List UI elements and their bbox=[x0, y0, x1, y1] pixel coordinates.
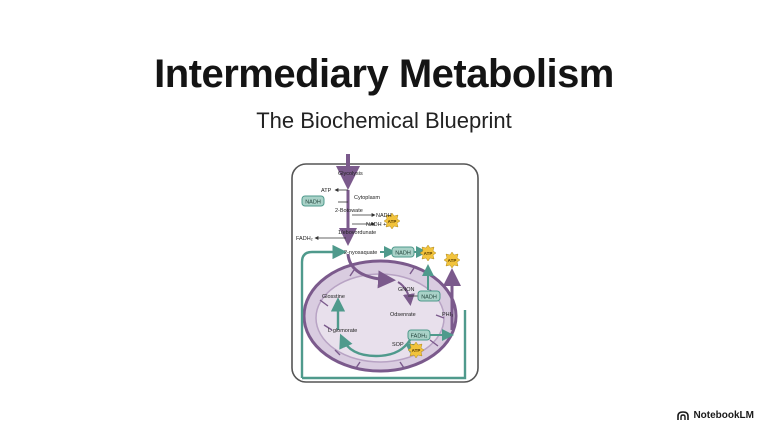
label-atp-left: ATP bbox=[321, 188, 332, 194]
label-nadh-plus: NADH + bbox=[366, 222, 386, 228]
nadh-box-2-label: NADH bbox=[395, 251, 411, 257]
atp-badge-4-label: ATP bbox=[412, 348, 421, 353]
teal-outer-loop bbox=[300, 244, 347, 378]
atp-badge-2-label: ATP bbox=[424, 251, 433, 256]
atp-badge-3-label: ATP bbox=[448, 258, 457, 263]
metabolism-diagram: NADH NADH NADH FADH₂ ATP ATP ATP ATP Gly… bbox=[280, 150, 490, 390]
label-glycolysis: Glycolysis bbox=[338, 171, 363, 177]
label-fadh-left: FADH₂ bbox=[296, 236, 313, 242]
label-odsenrate: Odsenrate bbox=[390, 312, 416, 318]
label-gnon: GNON bbox=[398, 287, 415, 293]
atp-badge-2: ATP bbox=[419, 244, 437, 262]
atp-badge-1: ATP bbox=[383, 212, 401, 230]
brand-watermark: NotebookLM bbox=[677, 410, 754, 421]
label-nadh-right: NADH bbox=[376, 213, 392, 219]
label-phi: PHI₃ bbox=[442, 312, 453, 318]
slide-subtitle: The Biochemical Blueprint bbox=[256, 108, 512, 133]
nadh-box-3-label: NADH bbox=[421, 295, 437, 301]
atp-badge-4: ATP bbox=[407, 341, 425, 359]
brand-name: NotebookLM bbox=[693, 410, 754, 421]
slide-title: Intermediary Metabolism bbox=[154, 52, 614, 96]
label-acetyl: 1/ebovordunate bbox=[338, 230, 376, 236]
label-two-nyosaquate: 2-nyosaquate bbox=[344, 250, 377, 256]
metabolism-diagram-svg: NADH NADH NADH FADH₂ ATP ATP ATP ATP Gly… bbox=[291, 154, 479, 383]
fadh-box-label: FADH₂ bbox=[411, 334, 428, 340]
label-l-glomorate: L-glomorate bbox=[328, 328, 357, 334]
label-cytoplasm: Cytoplasm bbox=[354, 195, 380, 201]
atp-badge-3: ATP bbox=[443, 251, 461, 269]
label-glosstine: Glosstine bbox=[322, 294, 345, 300]
nadh-box-3 bbox=[417, 290, 441, 302]
nadh-box-1-label: NADH bbox=[305, 200, 321, 206]
label-sop: SOP bbox=[392, 342, 404, 348]
fadh-box bbox=[407, 329, 431, 341]
notebooklm-logo-icon bbox=[677, 410, 690, 420]
nadh-box-2 bbox=[391, 246, 415, 258]
nadh-box-1 bbox=[301, 195, 325, 207]
label-two-ketoacid: 2-Botowate bbox=[335, 208, 363, 214]
atp-badge-1-label: ATP bbox=[388, 219, 397, 224]
inner-cycle bbox=[339, 333, 412, 358]
